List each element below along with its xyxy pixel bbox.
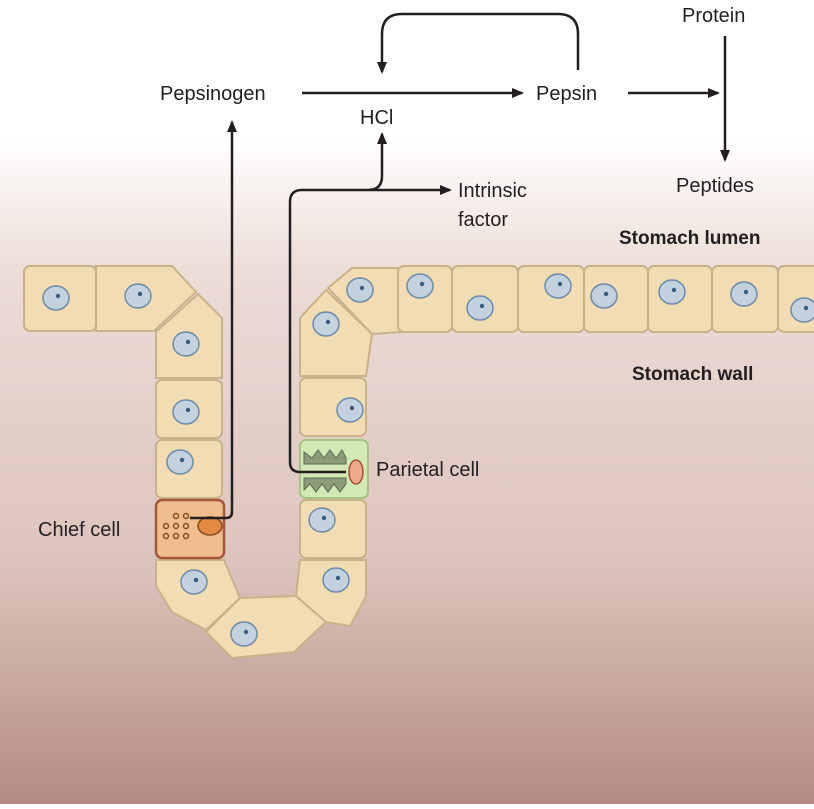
nucleus (308, 507, 336, 533)
nucleus (544, 273, 572, 299)
pathway-arrows (190, 12, 730, 520)
peptides-label: Peptides (676, 175, 754, 197)
nucleus (124, 283, 152, 309)
nucleus (590, 283, 618, 309)
nucleus (172, 331, 200, 357)
intrinsic-factor-label-line2: factor (458, 209, 508, 231)
nucleus (730, 281, 758, 307)
nucleus (180, 569, 208, 595)
pepsin-label: Pepsin (536, 83, 597, 105)
epithelial-cell (299, 288, 374, 377)
nucleoli (55, 281, 809, 635)
chief-cell (154, 498, 226, 560)
pepsinogen-secretion-arrow (190, 120, 237, 520)
parietal-cell (299, 439, 369, 499)
stomach-lumen-label: Stomach lumen (619, 228, 760, 249)
nucleus (42, 285, 70, 311)
parietal-cell-label: Parietal cell (376, 459, 479, 481)
hcl-secretion-arrow (288, 132, 387, 474)
canaliculus (303, 449, 347, 465)
nucleus (172, 399, 200, 425)
nucleus (166, 449, 194, 475)
nucleus (322, 567, 350, 593)
nucleus (346, 277, 374, 303)
chief-nucleus (197, 516, 223, 536)
nucleus (658, 279, 686, 305)
zymogen-granules (162, 512, 190, 540)
nucleus (336, 397, 364, 423)
nucleus (790, 297, 814, 323)
canaliculus (303, 477, 347, 493)
hcl-label: HCl (360, 107, 393, 129)
epithelial-cell (299, 499, 367, 559)
nucleus (466, 295, 494, 321)
pepsinogen-label: Pepsinogen (160, 83, 266, 105)
intrinsic-factor-label-line1: Intrinsic (458, 180, 527, 202)
nucleus (312, 311, 340, 337)
stomach-wall-label: Stomach wall (632, 364, 753, 385)
epithelial-cell (155, 559, 242, 632)
parietal-nucleus (348, 459, 364, 485)
protein-label: Protein (682, 5, 745, 27)
chief-cell-label: Chief cell (38, 519, 120, 541)
nucleus (406, 273, 434, 299)
nucleus (230, 621, 258, 647)
nuclei (42, 273, 814, 647)
pepsin-feedback-arrow (377, 12, 580, 74)
